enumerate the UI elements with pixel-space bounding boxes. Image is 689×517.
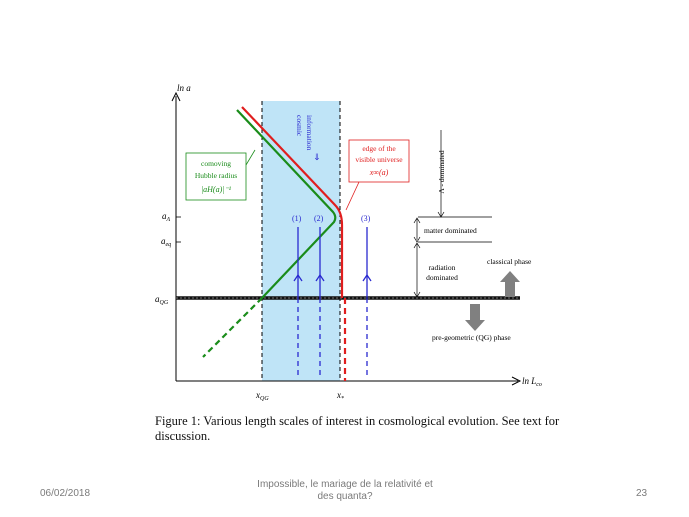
comoving-label-line2: Hubble radius (195, 171, 237, 180)
edge-of-visible-universe-curve (241, 106, 344, 298)
matter-era-arrowhead-down-icon (413, 236, 421, 243)
path-label-3: (3) (361, 214, 371, 223)
up-arrow-icon (362, 273, 372, 282)
footer-date: 06/02/2018 (40, 488, 91, 499)
footer-title-line2: des quanta? (317, 491, 373, 502)
y-tick-label-a-qg: aQG (155, 294, 169, 306)
matter-era-arrowhead-up-icon (413, 217, 421, 224)
pregeometric-phase-label: pre-geometric (QG) phase (432, 333, 511, 342)
blue-path-1 (293, 227, 303, 376)
comoving-label-box (185, 152, 247, 201)
edge-label-pointer (345, 181, 360, 211)
radiation-dominated-label-1: radiation (429, 263, 456, 272)
comoving-hubble-radius-curve (236, 109, 337, 299)
x-axis-arrow-icon (511, 376, 522, 386)
y-axis-label: ln a (177, 83, 191, 93)
path-label-2: (2) (314, 214, 324, 223)
comoving-label-line1: comoving (201, 159, 231, 168)
blue-path-2 (315, 227, 325, 376)
lambda-era-arrowhead-icon (437, 211, 445, 218)
svg-text:cosmic: cosmic (295, 115, 304, 137)
classical-up-arrow-icon (500, 271, 520, 297)
cosmic-information-label: cosmic information ⇒ (295, 115, 321, 161)
comoving-label-pointer (245, 149, 256, 166)
y-tick-label-a-eq: aeq (161, 236, 171, 248)
footer-page-number: 23 (636, 488, 648, 499)
svg-text:⇒: ⇒ (311, 153, 321, 161)
edge-label-line3: x∞(a) (369, 168, 389, 177)
up-arrow-icon (315, 273, 325, 282)
pregeometric-down-arrow-icon (465, 304, 485, 331)
figure-caption: Figure 1: Various length scales of inter… (155, 414, 560, 443)
radiation-dominated-label-2: dominated (426, 273, 458, 282)
hubble-radius-dashed-extension (202, 297, 263, 358)
lambda-dominated-label: Λ - dominated (437, 150, 446, 193)
x-tick-label-x-star: x* (336, 390, 344, 402)
svg-text:Λ - dominated: Λ - dominated (437, 150, 446, 193)
svg-text:information: information (305, 115, 314, 151)
comoving-label-line3: |aH(a)|⁻¹ (201, 185, 232, 194)
edge-label-box (348, 139, 410, 183)
x-tick-label-x-qg: xQG (255, 390, 269, 402)
y-axis-arrow-icon (171, 91, 181, 102)
footer-title: Impossible, le mariage de la relativité … (240, 479, 450, 503)
edge-label-line2: visible universe (355, 155, 403, 164)
up-arrow-icon (293, 273, 303, 282)
radiation-era-arrowhead-up-icon (413, 242, 421, 249)
x-axis-label: ln Lco (522, 376, 542, 388)
path-label-1: (1) (292, 214, 302, 223)
edge-label-line1: edge of the (362, 144, 396, 153)
matter-dominated-label: matter dominated (424, 226, 477, 235)
cosmic-information-band (262, 101, 340, 381)
footer-title-line1: Impossible, le mariage de la relativité … (257, 479, 433, 490)
radiation-era-arrowhead-down-icon (413, 291, 421, 298)
blue-path-3 (362, 227, 372, 376)
y-tick-label-a-lambda: aΛ (162, 211, 171, 223)
classical-phase-label: classical phase (487, 257, 532, 266)
